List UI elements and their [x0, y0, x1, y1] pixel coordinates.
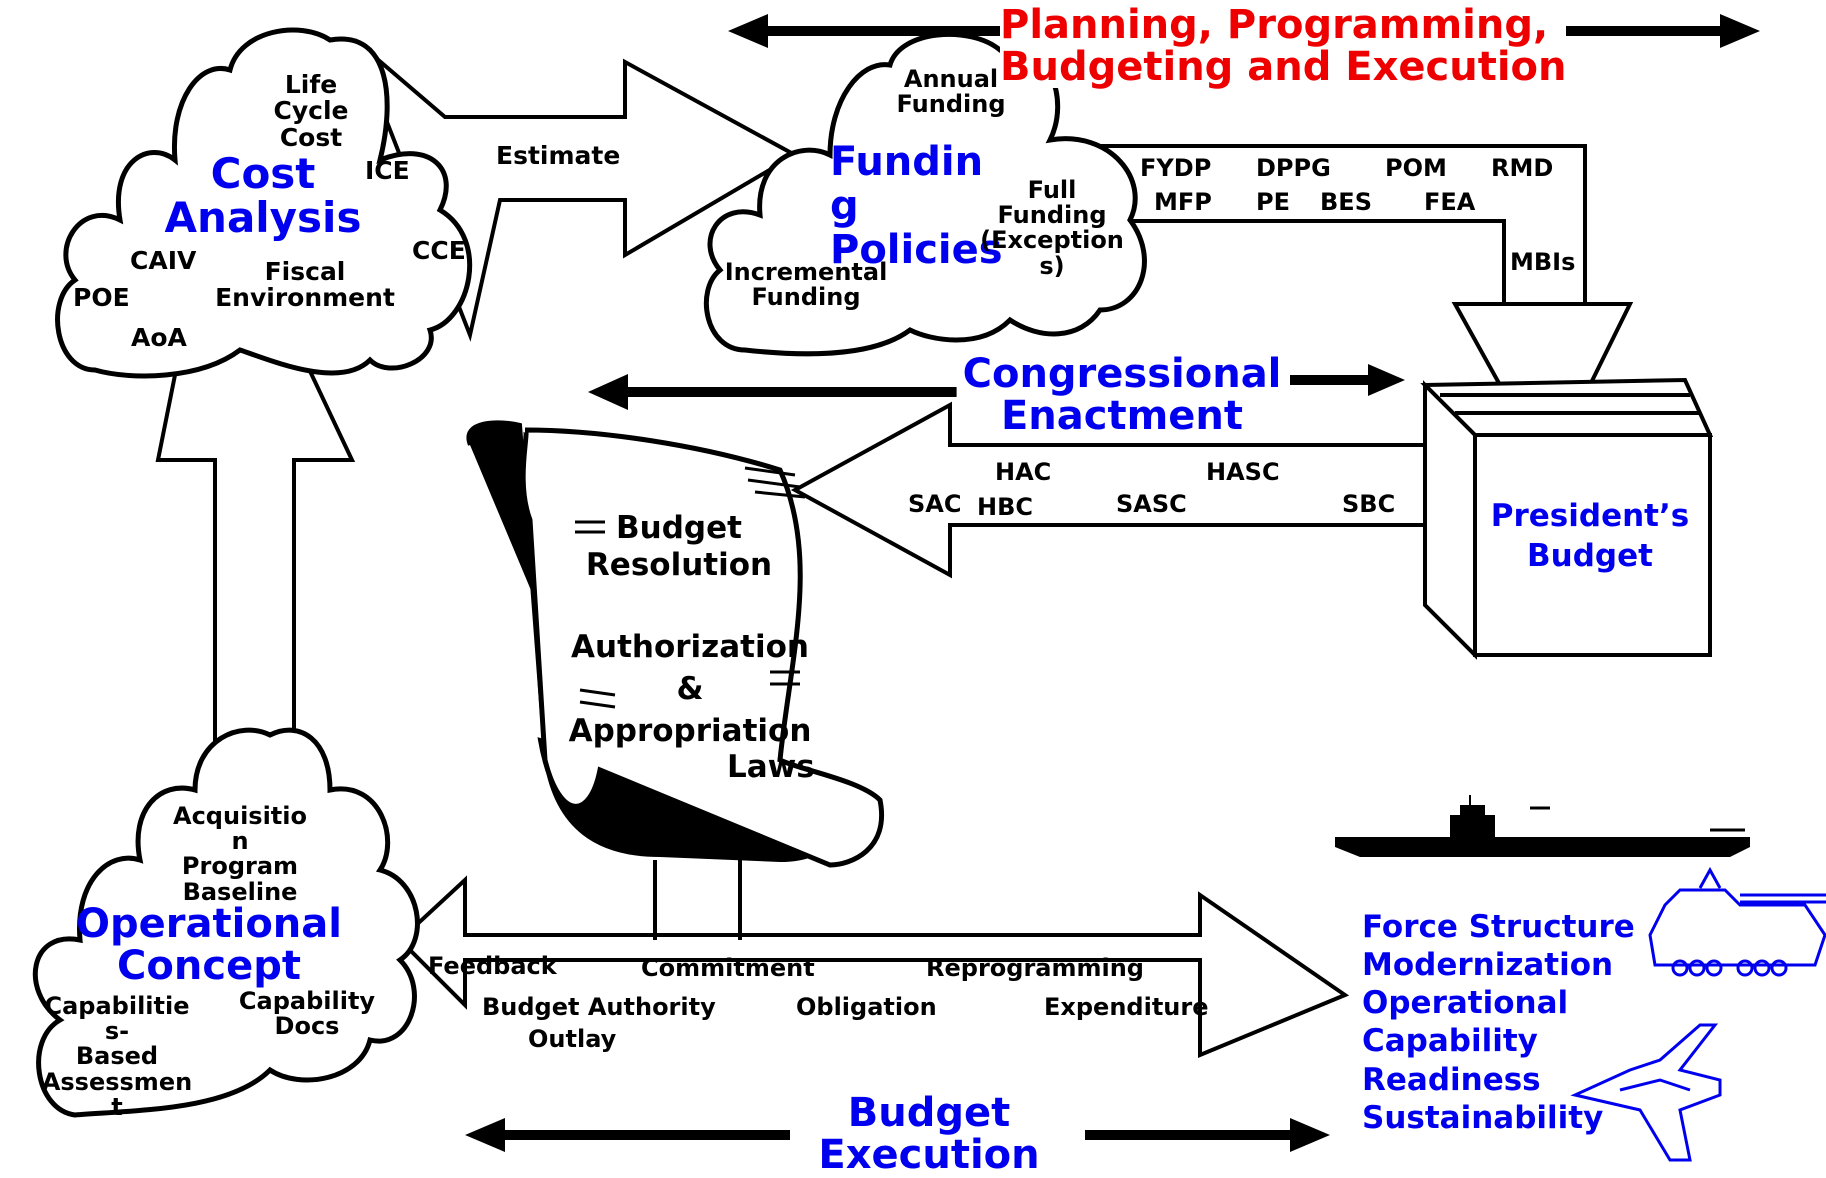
outcome-item: Readiness	[1362, 1061, 1541, 1098]
cost-analysis-cloud	[55, 27, 473, 379]
outcome-item: Force Structure	[1362, 909, 1635, 945]
outcome-item: Modernization	[1362, 947, 1614, 984]
feedback-label: Feedback	[428, 952, 557, 980]
title-line-1: Planning, Programming,	[1000, 2, 1549, 48]
rmd-label: RMD	[1491, 154, 1554, 182]
fea-label: FEA	[1424, 188, 1476, 216]
diagram-title: Planning, Programming, Budgeting and Exe…	[1000, 2, 1567, 90]
cce-label: CCE	[412, 236, 466, 265]
caiv-label: CAIV	[130, 246, 197, 275]
hac-label: HAC	[995, 458, 1052, 486]
ice-label: ICE	[365, 156, 410, 185]
laws-scroll	[466, 420, 885, 868]
outcome-item: Operational	[1362, 985, 1569, 1022]
sac-label: SAC	[908, 490, 962, 518]
fydp-label: FYDP	[1140, 154, 1212, 182]
dppg-label: DPPG	[1256, 154, 1331, 182]
fighter-jet-icon	[1570, 1023, 1722, 1162]
execution-timeline-arrow	[465, 1118, 1330, 1152]
execution-arrow	[397, 875, 1350, 1058]
reprogramming-label: Reprogramming	[926, 954, 1144, 982]
operational-concept-cloud	[32, 727, 420, 1118]
outcome-item: Capability	[1362, 1023, 1538, 1060]
aircraft-carrier-icon	[1335, 795, 1750, 857]
estimate-label: Estimate	[496, 141, 621, 170]
laws-label: Laws	[727, 749, 815, 785]
sbc-label: SBC	[1342, 490, 1396, 518]
enactment-arrow	[790, 401, 1432, 579]
expenditure-label: Expenditure	[1044, 993, 1209, 1021]
authorization-appropriation-label: Authorization&Appropriation	[568, 629, 812, 749]
pom-label: POM	[1385, 154, 1447, 182]
commitment-label: Commitment	[641, 954, 815, 982]
tank-icon	[1648, 866, 1826, 977]
poe-label: POE	[73, 283, 130, 312]
presidents-budget-box	[1420, 377, 1714, 660]
budget-authority-label: Budget Authority	[482, 993, 716, 1021]
title-line-2: Budgeting and Execution	[1000, 44, 1567, 90]
sasc-label: SASC	[1116, 490, 1187, 518]
outcome-item: Sustainability	[1362, 1099, 1604, 1136]
mbis-label: MBIs	[1510, 248, 1576, 276]
bes-label: BES	[1320, 188, 1372, 216]
congressional-timeline-arrow	[588, 364, 1405, 410]
outcomes-list: Force Structure Modernization Operationa…	[1362, 908, 1635, 1137]
mfp-label: MFP	[1154, 188, 1212, 216]
hasc-label: HASC	[1206, 458, 1280, 486]
obligation-label: Obligation	[796, 993, 937, 1021]
hbc-label: HBC	[977, 493, 1033, 521]
aoa-label: AoA	[131, 323, 187, 352]
outlay-label: Outlay	[528, 1025, 617, 1053]
pe-label: PE	[1256, 188, 1290, 216]
upward-arrow	[155, 348, 356, 742]
